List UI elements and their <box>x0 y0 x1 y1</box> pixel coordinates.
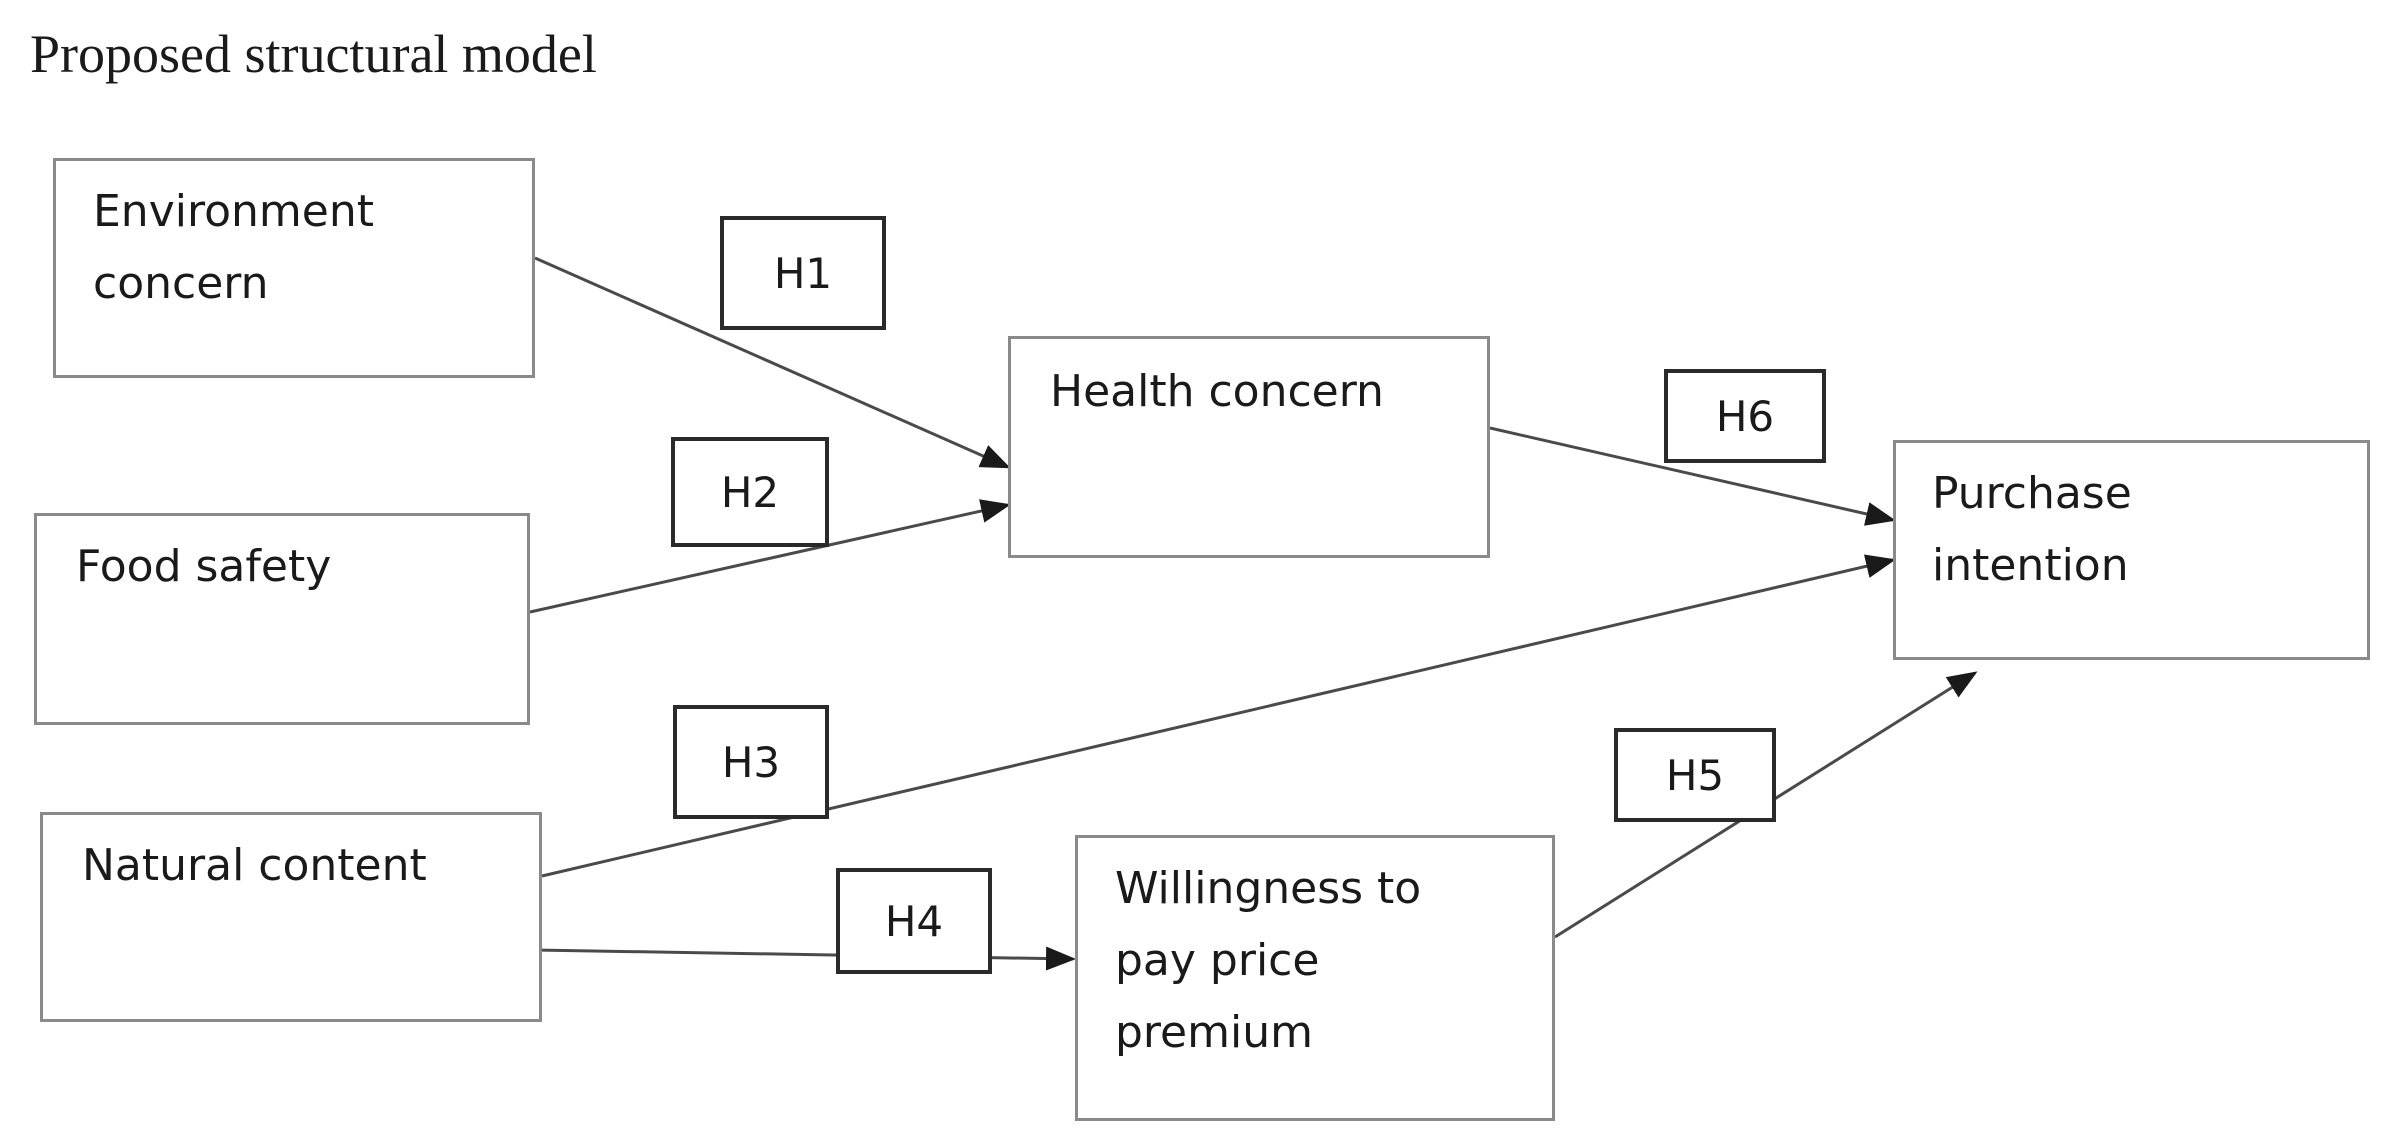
hypothesis-h3-label: H3 <box>721 737 781 787</box>
hypothesis-h1-label: H1 <box>773 248 833 298</box>
construct-food-safety <box>34 513 530 725</box>
construct-environment-concern-label: Environment concern <box>93 186 374 309</box>
construct-health-concern <box>1008 336 1490 558</box>
hypothesis-h5-label: H5 <box>1665 750 1725 800</box>
hypothesis-h6: H6 <box>1664 369 1826 463</box>
hypothesis-h4-label: H4 <box>884 896 944 946</box>
construct-willingness-to-pay <box>1075 835 1555 1121</box>
arrow-h2 <box>529 499 1011 614</box>
hypothesis-h2-label: H2 <box>720 467 780 517</box>
arrow-h4 <box>534 946 1076 971</box>
construct-purchase-intention <box>1893 440 2370 660</box>
hypothesis-h1: H1 <box>720 216 886 330</box>
construct-environment-concern <box>53 158 535 378</box>
hypothesis-h5: H5 <box>1614 728 1776 822</box>
hypothesis-h4: H4 <box>836 868 992 974</box>
hypothesis-h3: H3 <box>673 705 829 819</box>
construct-willingness-to-pay-label: Willingness to pay price premium <box>1115 863 1422 1058</box>
construct-food-safety-label: Food safety <box>76 541 332 592</box>
arrow-h1 <box>534 256 1011 469</box>
construct-natural-content-label: Natural content <box>82 840 427 891</box>
hypothesis-h6-label: H6 <box>1715 391 1775 441</box>
hypothesis-h2: H2 <box>671 437 829 547</box>
construct-purchase-intention-label: Purchase intention <box>1932 468 2132 591</box>
arrow-h3 <box>541 554 1896 878</box>
diagram-title: Proposed structural model <box>30 24 597 84</box>
construct-natural-content <box>40 812 542 1022</box>
arrow-h6 <box>1489 426 1896 526</box>
construct-health-concern-label: Health concern <box>1050 366 1384 417</box>
